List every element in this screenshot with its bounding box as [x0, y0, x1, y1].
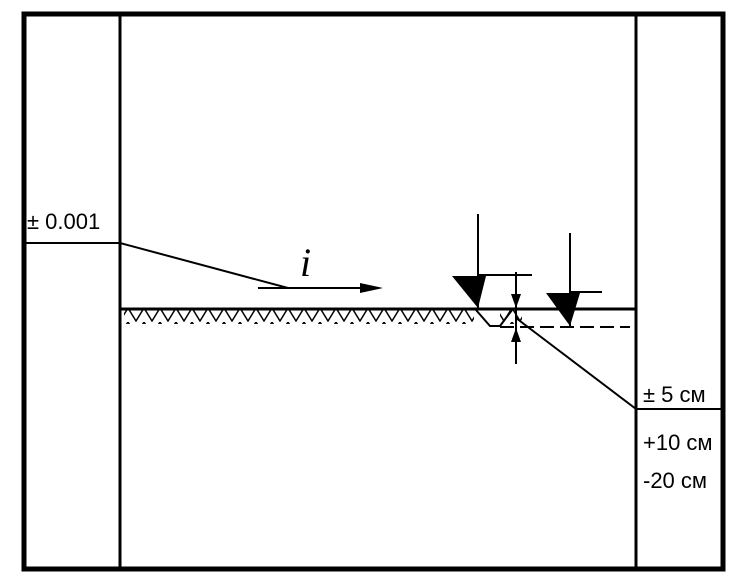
ground-hatch	[124, 310, 474, 324]
slope-symbol: i	[300, 240, 312, 285]
elevation-marker-1-triangle	[452, 276, 486, 308]
dimension-arrow-top	[511, 294, 521, 308]
trench-mark	[475, 309, 513, 327]
tolerance-minus-label: -20 см	[643, 468, 708, 493]
tolerance-plus-label: +10 см	[643, 430, 713, 455]
tolerance-level-label: ± 5 см	[643, 382, 706, 407]
dimension-arrow-bottom	[511, 328, 521, 342]
left-leader-line	[119, 242, 289, 289]
left-level-label: ± 0.001	[27, 209, 101, 234]
elevation-marker-2-triangle	[546, 293, 580, 326]
outer-frame	[21, 11, 726, 572]
right-leader-line	[515, 317, 637, 410]
slope-arrowhead	[360, 283, 383, 293]
